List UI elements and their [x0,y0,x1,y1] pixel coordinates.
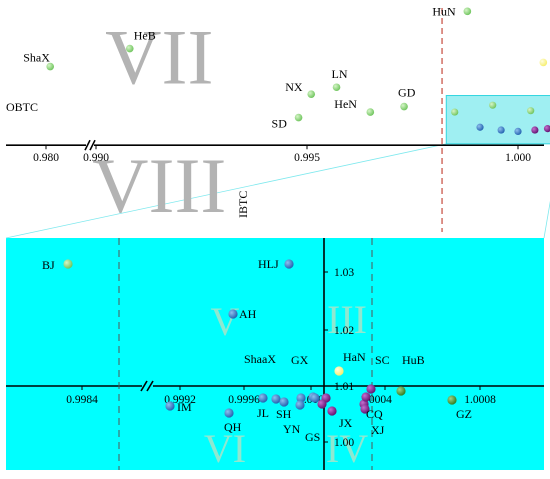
point-label: NX [285,80,303,94]
point-label: GX [291,353,309,367]
y-tick-label: 1.03 [334,267,354,279]
data-point [327,406,337,416]
point-label: QH [224,420,242,434]
data-point [539,58,548,67]
data-point [366,384,376,394]
data-point [361,392,371,402]
x-tick-label: 0.995 [294,152,320,164]
point-label: HeN [334,97,357,111]
quadrant-label: VIII [92,142,226,229]
x-tick-label: 1.0008 [464,394,496,406]
data-point [396,386,406,396]
data-point [228,309,238,319]
data-point [307,90,316,98]
data-point [400,102,408,111]
point-label: SC [375,353,390,367]
point-label: ShaaX [244,352,276,366]
y-tick-label: 1.01 [334,381,354,393]
data-point [258,393,268,403]
point-label: ShaX [23,51,50,65]
point-label: HuB [402,353,425,367]
data-point [489,101,497,109]
x-axis-label: OBTC [6,100,38,114]
zoom-connector-left [5,143,447,239]
quadrant-label: III [327,297,367,342]
data-point [463,7,472,16]
point-label: SH [276,407,292,421]
point-label: LN [332,67,348,81]
x-tick-label: 0.9984 [66,394,98,406]
data-point [125,44,134,53]
point-label: IM [177,400,192,414]
axis-break-mark [140,380,148,392]
quadrant-label: VI [204,426,246,471]
data-point [310,393,320,403]
point-label: SD [272,117,288,131]
point-label: JL [257,406,269,420]
data-point [332,83,341,92]
data-point [224,408,234,418]
y-axis-label: IBTC [236,191,250,218]
data-point [366,108,375,116]
data-point [63,259,73,269]
point-label: GD [398,86,416,100]
data-point [279,397,289,407]
data-point [531,126,539,134]
zoom-region-box [445,95,550,145]
quadrant-label: VII [105,14,213,101]
data-point [334,366,344,376]
point-label: CQ [366,407,383,421]
point-label: JX [339,416,353,430]
data-point [527,107,535,115]
axis-break-mark [84,139,91,151]
data-point [271,394,281,404]
quadrant-label: IV [326,426,368,471]
zoom-connector-right [543,200,550,239]
y-tick-label: 1.02 [334,325,354,337]
point-label: YN [283,422,301,436]
data-point [284,259,294,269]
x-tick-label: 0.990 [83,152,109,164]
x-tick-label: 0.980 [33,152,59,164]
data-point [447,395,457,405]
data-point [497,126,505,134]
data-point [360,404,370,414]
point-label: HeB [134,29,156,43]
data-point [294,113,303,122]
data-point [451,108,459,116]
point-label: AH [239,307,257,321]
x-tick-label: 1.000 [505,152,531,164]
point-label: HaN [343,350,366,364]
overview-scatter-chart: IIIVIIVIII0.9800.9900.9951.0001.0051.010… [6,4,550,232]
point-label: HuN [432,4,456,18]
data-point [295,400,305,410]
y-tick-label: 1.00 [334,437,354,449]
point-label: GS [305,430,320,444]
point-label: XJ [371,423,385,437]
data-point [514,127,522,135]
data-point [46,62,54,71]
zoomed-scatter-chart: IIIIVVVI0.99840.99920.99961.0001.00041.0… [6,238,544,471]
x-tick-label: 0.9996 [228,394,260,406]
point-label: GZ [456,407,472,421]
data-point [476,123,484,131]
point-label: HLJ [258,257,279,271]
data-point [317,399,327,409]
axis-break-mark [89,139,96,151]
quadrant-label: V [211,299,240,344]
data-point [165,401,175,411]
axis-break-mark [146,380,154,392]
data-point [543,125,550,133]
zoom-panel-background [6,238,544,470]
point-label: BJ [42,258,55,272]
data-point [296,393,306,403]
